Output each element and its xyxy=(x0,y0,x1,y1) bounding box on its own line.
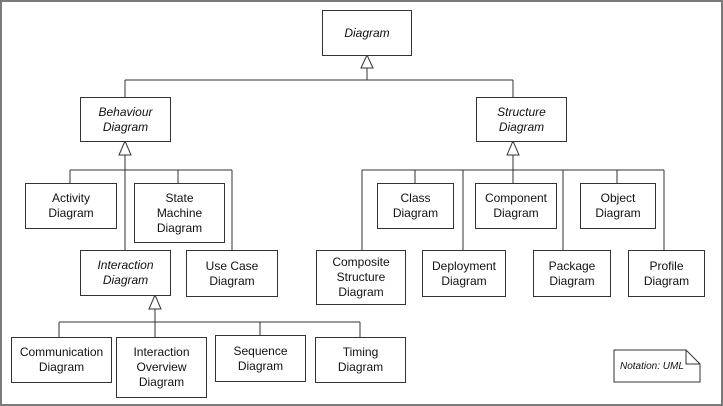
node-behaviour-diagram[interactable]: Behaviour Diagram xyxy=(80,97,171,142)
node-profile-diagram[interactable]: Profile Diagram xyxy=(628,250,705,297)
note-shape xyxy=(613,349,701,383)
generalization-arrow-structure xyxy=(506,139,520,156)
node-activity-diagram[interactable]: Activity Diagram xyxy=(25,183,117,229)
node-state-machine-diagram[interactable]: State Machine Diagram xyxy=(134,183,225,243)
connector-root xyxy=(124,68,514,97)
node-timing-diagram[interactable]: Timing Diagram xyxy=(315,337,406,383)
connector-structure xyxy=(361,155,665,250)
node-class-diagram[interactable]: Class Diagram xyxy=(377,183,454,229)
connector-behaviour xyxy=(69,155,233,250)
node-use-case-diagram[interactable]: Use Case Diagram xyxy=(186,250,278,297)
node-communication-diagram[interactable]: Communication Diagram xyxy=(11,337,112,383)
generalization-arrow-interaction xyxy=(148,293,162,310)
generalization-arrow-behaviour xyxy=(118,139,132,156)
node-component-diagram[interactable]: Component Diagram xyxy=(475,183,557,229)
generalization-arrow-diagram xyxy=(360,53,374,69)
notation-note: Notation: UML xyxy=(620,360,684,372)
node-package-diagram[interactable]: Package Diagram xyxy=(533,250,611,297)
node-sequence-diagram[interactable]: Sequence Diagram xyxy=(215,335,306,382)
node-interaction-overview-diagram[interactable]: Interaction Overview Diagram xyxy=(116,337,207,398)
connector-interaction xyxy=(58,309,361,337)
node-interaction-diagram[interactable]: Interaction Diagram xyxy=(80,250,171,296)
node-diagram[interactable]: Diagram xyxy=(322,10,412,56)
node-object-diagram[interactable]: Object Diagram xyxy=(580,183,656,229)
node-deployment-diagram[interactable]: Deployment Diagram xyxy=(422,250,506,297)
node-structure-diagram[interactable]: Structure Diagram xyxy=(476,97,567,142)
node-composite-structure-diagram[interactable]: Composite Structure Diagram xyxy=(316,250,406,305)
